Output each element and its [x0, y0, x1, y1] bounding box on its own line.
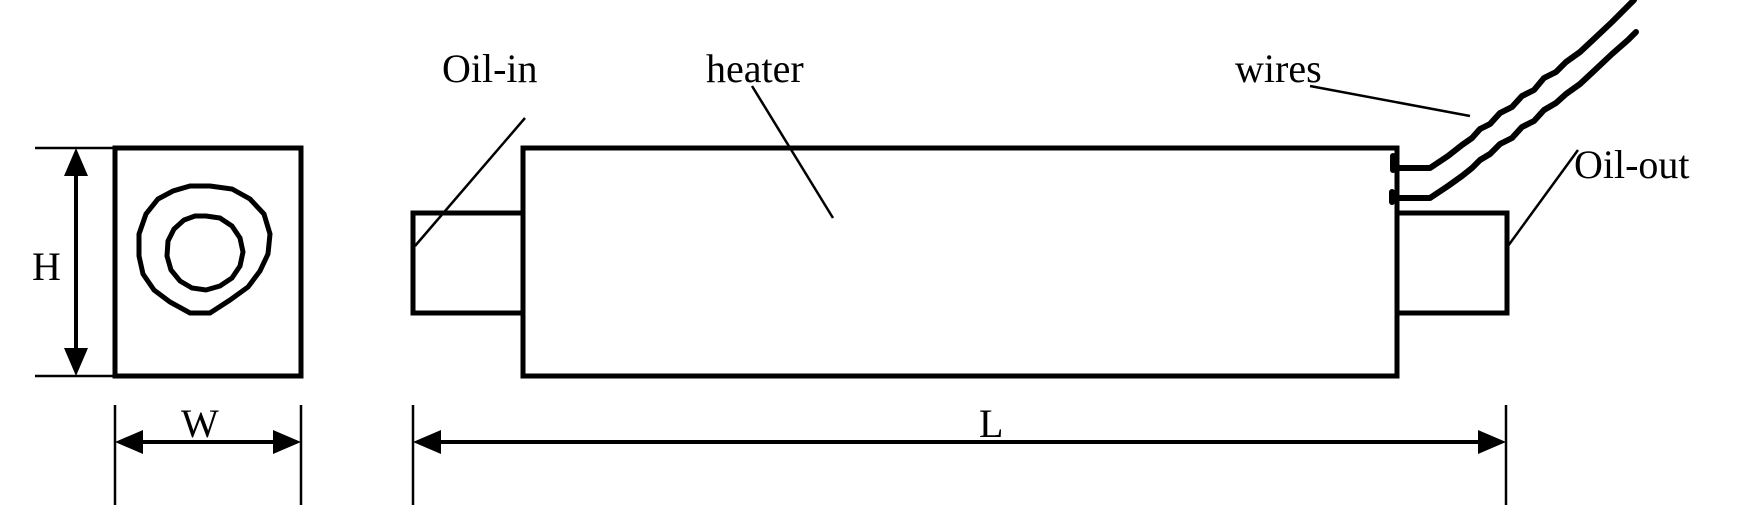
heater-leader [750, 85, 835, 219]
oil-in-label: Oil-in [442, 46, 538, 91]
heater-label: heater [706, 46, 804, 91]
oil-out-label: Oil-out [1574, 142, 1690, 187]
oil-out-leader [1506, 149, 1580, 247]
wires-label: wires [1235, 46, 1322, 91]
w-arrow-left [115, 430, 143, 454]
wire-upper [1390, 0, 1637, 171]
wire-lower [1390, 29, 1639, 201]
h-arrow-bottom [64, 348, 88, 376]
height-label: H [32, 244, 61, 289]
inner-ring [164, 213, 246, 293]
end-view-box [112, 145, 304, 379]
side-view: Oil-in heater wires Oil-out L [410, 0, 1690, 505]
wires-leader [1309, 84, 1471, 118]
heater-body [520, 145, 1400, 379]
width-label: W [181, 401, 219, 446]
oil-out-pipe [1394, 210, 1510, 316]
h-arrow-top [64, 148, 88, 176]
outer-ring [136, 183, 273, 316]
w-arrow-right [273, 430, 301, 454]
end-view: H W [32, 145, 304, 505]
oil-in-leader [414, 117, 526, 247]
l-arrow-left [413, 430, 441, 454]
l-arrow-right [1478, 430, 1506, 454]
length-label: L [979, 401, 1003, 446]
